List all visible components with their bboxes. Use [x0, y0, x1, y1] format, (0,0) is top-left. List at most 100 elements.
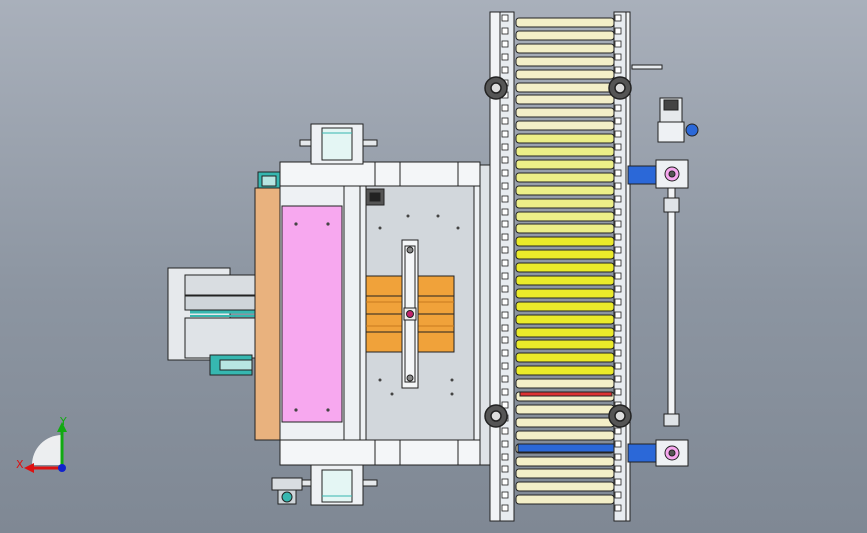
chain-link	[501, 40, 509, 48]
roller	[515, 481, 615, 492]
roller	[515, 352, 615, 363]
y-axis-label: Y	[59, 415, 67, 428]
x-axis-label: X	[16, 458, 24, 471]
chain-link	[614, 169, 622, 177]
roller	[515, 172, 615, 183]
sprockets	[484, 76, 632, 428]
chain-link	[501, 465, 509, 473]
chain-link	[501, 246, 509, 254]
roller	[515, 365, 615, 376]
chain-link	[501, 324, 509, 332]
chain-link	[614, 233, 622, 241]
chain-link	[614, 311, 622, 319]
roller	[515, 43, 615, 54]
chain-link	[501, 375, 509, 383]
blue-rail-bars	[517, 165, 659, 463]
chain-link	[614, 117, 622, 125]
roller	[515, 185, 615, 196]
chain-link	[501, 504, 509, 512]
roller	[515, 56, 615, 67]
chain-link	[501, 388, 509, 396]
roller	[515, 211, 615, 222]
roller	[515, 417, 615, 428]
chain-link	[614, 336, 622, 344]
roller	[515, 69, 615, 80]
chain-link	[501, 117, 509, 125]
drive-motor	[167, 267, 256, 376]
pneumatic-cylinder	[631, 64, 699, 467]
pink-plate-holes	[294, 222, 330, 412]
roller-set	[515, 17, 615, 505]
triad-background	[32, 435, 62, 465]
chain-link	[614, 427, 622, 435]
bottom-slider-block	[271, 464, 378, 506]
chain-link	[501, 311, 509, 319]
chain-link	[501, 362, 509, 370]
chain-link	[614, 53, 622, 61]
roller	[515, 120, 615, 131]
chain-link	[501, 27, 509, 35]
roller	[515, 430, 615, 441]
chain-link	[501, 285, 509, 293]
chain-link	[501, 478, 509, 486]
chain-link	[614, 182, 622, 190]
roller	[515, 94, 615, 105]
roller	[515, 456, 615, 467]
chain-link	[614, 272, 622, 280]
chain-link	[614, 388, 622, 396]
y-axis-arrow	[57, 422, 67, 432]
chain-link	[614, 40, 622, 48]
roller	[515, 236, 615, 247]
chain-link	[614, 375, 622, 383]
roller	[515, 107, 615, 118]
x-axis-arrow	[24, 463, 34, 473]
chain-link	[614, 27, 622, 35]
chain-link	[614, 104, 622, 112]
chain-link	[501, 14, 509, 22]
chain-link	[501, 336, 509, 344]
top-slider-block	[299, 123, 378, 165]
roller	[515, 327, 615, 338]
chain-link	[614, 324, 622, 332]
chain-link	[614, 66, 622, 74]
gray-plate-holes	[378, 214, 460, 396]
chain-link	[614, 259, 622, 267]
chain-link	[501, 53, 509, 61]
roller	[515, 314, 615, 325]
chain-link	[501, 259, 509, 267]
chain-link	[614, 298, 622, 306]
chain-link	[614, 440, 622, 448]
chain-link	[501, 182, 509, 190]
chain-link	[614, 349, 622, 357]
roller	[515, 275, 615, 286]
tan-side-plate	[254, 187, 282, 441]
roller	[515, 404, 615, 415]
roller	[515, 133, 615, 144]
roller	[515, 17, 615, 28]
roller	[515, 146, 615, 157]
chain-link	[614, 465, 622, 473]
chain-link	[501, 208, 509, 216]
chain-link	[614, 130, 622, 138]
chain-link	[614, 195, 622, 203]
chain-link	[501, 66, 509, 74]
chain-link	[501, 143, 509, 151]
sensor-block	[365, 188, 385, 206]
chain-link	[501, 195, 509, 203]
chain-link	[614, 362, 622, 370]
chain-link	[614, 156, 622, 164]
roller	[515, 468, 615, 479]
z-axis-dot	[58, 464, 66, 472]
pink-plate	[281, 205, 343, 423]
chain-link	[614, 220, 622, 228]
chain-link	[614, 208, 622, 216]
chain-link	[501, 156, 509, 164]
roller	[515, 223, 615, 234]
chain-link	[501, 491, 509, 499]
roller	[515, 159, 615, 170]
roller	[515, 339, 615, 350]
chain-link	[501, 169, 509, 177]
center-link-bar	[401, 239, 419, 389]
